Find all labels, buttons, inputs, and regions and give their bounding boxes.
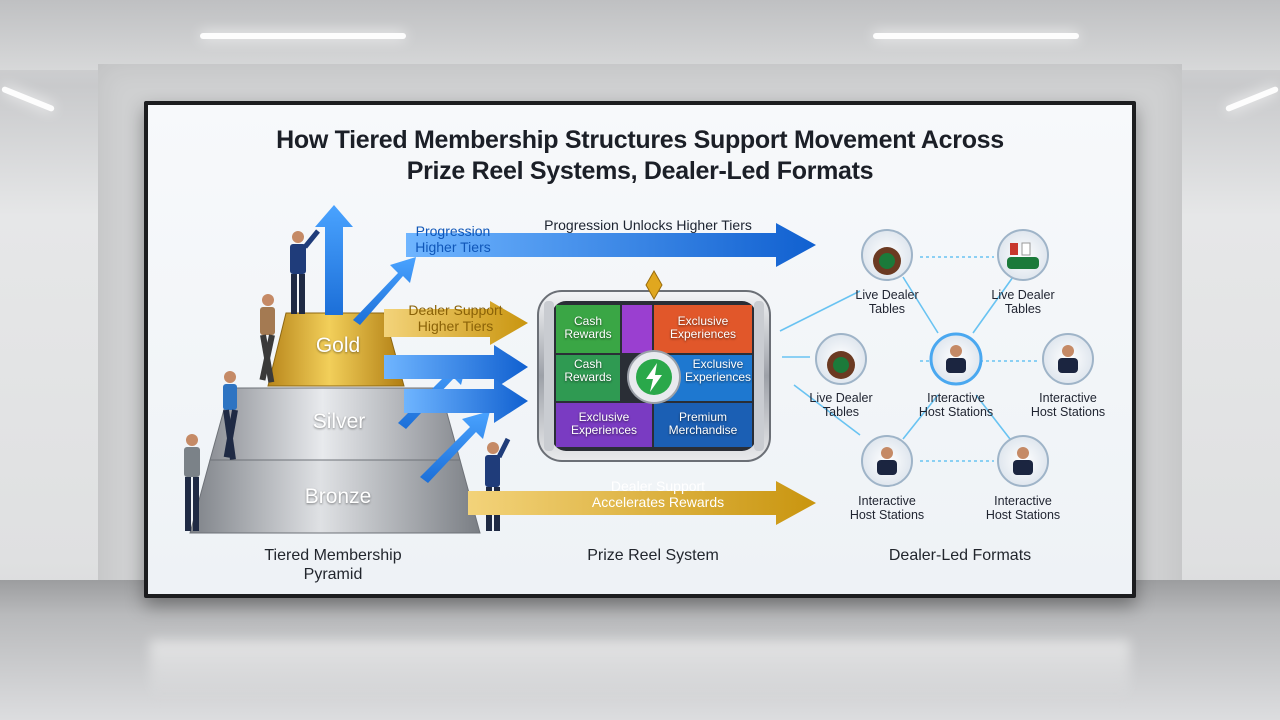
person-icon bbox=[223, 371, 238, 460]
reel-segment bbox=[654, 305, 752, 353]
dealer-caption: Dealer-Led Formats bbox=[888, 547, 1032, 564]
membership-pyramid bbox=[189, 312, 481, 534]
ceiling-light bbox=[873, 33, 1079, 39]
prize-reel bbox=[537, 269, 771, 462]
node-label-line-1: Interactive bbox=[1039, 391, 1097, 405]
segment-line-2: Experiences bbox=[669, 327, 737, 341]
arrow-diagonal bbox=[420, 411, 490, 483]
segment-line-1: Cash bbox=[573, 357, 602, 371]
reel-caption: Prize Reel System bbox=[587, 547, 719, 564]
tier-label-silver: Silver bbox=[312, 410, 366, 433]
pyramid-caption-line-2: Pyramid bbox=[303, 566, 363, 583]
node-label-line-1: Live Dealer bbox=[809, 391, 873, 405]
dealer-nodes bbox=[815, 229, 1094, 487]
bottom-arrow-label-line-1: Dealer Support bbox=[610, 478, 706, 494]
node-label-line-1: Interactive bbox=[858, 494, 916, 508]
ceiling-light bbox=[0, 85, 56, 113]
node-label-line-2: Host Stations bbox=[849, 508, 925, 522]
arrow-mid-1 bbox=[384, 345, 528, 389]
display-screen: How Tiered Membership Structures Support… bbox=[144, 101, 1136, 598]
blue-arrow-label-line-1: Progression bbox=[415, 223, 491, 239]
reel-pointer-icon bbox=[645, 269, 663, 301]
tier-label-gold: Gold bbox=[315, 334, 361, 357]
climbing-people bbox=[184, 229, 511, 531]
arrow-mid-2 bbox=[404, 379, 528, 423]
tier-label-bronze: Bronze bbox=[304, 485, 372, 508]
ceiling-light bbox=[200, 33, 406, 39]
arrow-gold-upper bbox=[384, 301, 528, 345]
tier-gold-block bbox=[267, 312, 405, 387]
blue-horizontal-arrows bbox=[384, 223, 816, 423]
segment-line-2: Rewards bbox=[564, 327, 612, 341]
gold-arrow-label-line-1: Dealer Support bbox=[408, 302, 503, 318]
segment-line-2: Merchandise bbox=[668, 423, 738, 437]
segment-line-1: Exclusive bbox=[578, 410, 630, 424]
person-icon bbox=[290, 229, 320, 314]
blue-arrow-label-line-2: Higher Tiers bbox=[415, 239, 491, 255]
infographic: How Tiered Membership Structures Support… bbox=[148, 105, 1132, 594]
node-label-line-2: Host Stations bbox=[918, 405, 994, 419]
ceiling bbox=[0, 0, 1280, 70]
bottom-arrow-label-line-2: Accelerates Rewards bbox=[591, 494, 725, 510]
person-icon bbox=[485, 437, 511, 531]
top-arrow-label: Progression Unlocks Higher Tiers bbox=[544, 217, 752, 233]
node-label-line-2: Host Stations bbox=[1030, 405, 1106, 419]
reel-segment bbox=[556, 403, 652, 447]
arrow-top bbox=[406, 223, 816, 267]
tier-silver-block bbox=[209, 387, 461, 461]
gold-arrow-label: Dealer Support Higher Tiers bbox=[393, 302, 518, 334]
node-label-line-2: Tables bbox=[868, 302, 906, 316]
person-icon bbox=[259, 294, 275, 383]
node-label-line-1: Live Dealer bbox=[855, 288, 919, 302]
node-label-line-2: Host Stations bbox=[985, 508, 1061, 522]
diagram-graphics bbox=[184, 205, 1094, 534]
segment-line-1: Cash bbox=[573, 314, 602, 328]
pyramid-caption-line-1: Tiered Membership bbox=[264, 547, 402, 564]
segment-line-1: Premium bbox=[678, 410, 727, 424]
ceiling-light bbox=[1224, 85, 1280, 113]
arrow-up bbox=[315, 205, 353, 315]
node-label-line-1: Live Dealer bbox=[991, 288, 1055, 302]
node-label-line-2: Tables bbox=[822, 405, 860, 419]
title-line-2: Prize Reel Systems, Dealer-Led Formats bbox=[406, 157, 874, 185]
segment-line-2: Experiences bbox=[570, 423, 638, 437]
segment-line-1: Exclusive bbox=[692, 357, 744, 371]
segment-line-2: Rewards bbox=[564, 370, 612, 384]
node-label-line-2: Tables bbox=[1004, 302, 1042, 316]
floor-reflection bbox=[150, 640, 1130, 700]
title-line-1: How Tiered Membership Structures Support… bbox=[276, 126, 1004, 154]
arrow-diagonal bbox=[353, 257, 416, 325]
segment-line-2: Experiences bbox=[684, 370, 752, 384]
segment-line-1: Exclusive bbox=[677, 314, 729, 328]
gold-arrows bbox=[384, 301, 816, 525]
reel-segment bbox=[556, 305, 620, 353]
arrow-gold-bottom bbox=[468, 481, 816, 525]
bottom-arrow-label: Dealer Support Accelerates Rewards bbox=[578, 478, 738, 510]
infographic-title: How Tiered Membership Structures Support… bbox=[148, 125, 1132, 187]
lightning-icon bbox=[646, 363, 662, 392]
pyramid-caption: Tiered Membership Pyramid bbox=[238, 546, 428, 584]
reel-segment bbox=[622, 305, 652, 353]
blue-arrow-label: Progression Higher Tiers bbox=[398, 223, 508, 255]
node-label-line-1: Interactive bbox=[994, 494, 1052, 508]
node-label-line-1: Interactive bbox=[927, 391, 985, 405]
reel-segment bbox=[556, 355, 620, 401]
person-icon bbox=[184, 434, 200, 531]
gold-arrow-label-line-2: Higher Tiers bbox=[417, 318, 494, 334]
reel-segment bbox=[654, 403, 752, 447]
